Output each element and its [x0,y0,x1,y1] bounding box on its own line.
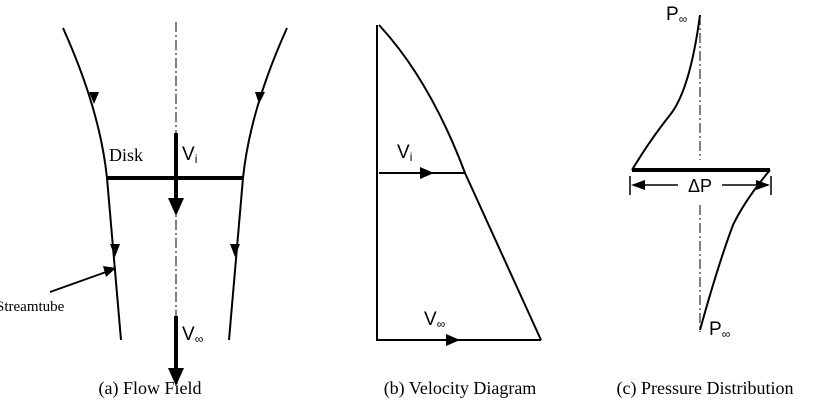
delta-p-label: ΔP [688,176,712,196]
disk-label: Disk [109,145,143,165]
streamtube-pointer [49,271,107,293]
arrowhead-icon [631,180,645,190]
velocity-diagram-panel: Vi V∞ (b) Velocity Diagram [376,24,542,399]
velocity-diagram-caption: (b) Velocity Diagram [384,378,537,399]
arrowhead-icon [168,368,184,386]
arrowhead-icon [168,198,184,216]
p-inf-bottom-label: P∞ [709,319,730,341]
vinf-label: V∞ [424,309,445,331]
p-inf-top-label: P∞ [666,4,687,26]
pressure-distribution-panel: ΔP P∞ P∞ (c) Pressure Distribution [617,4,794,399]
streamtube-label: Streamtube [0,299,65,315]
flow-field-panel: Disk Vi V∞ Streamtube (a) Flow Field [0,22,288,399]
flow-field-caption: (a) Flow Field [99,378,202,399]
streamline-arrow-icon [89,92,99,104]
arrowhead-icon [446,334,460,346]
vi-label: Vi [182,144,197,166]
left-streamline [62,27,122,341]
streamline-arrow-icon [110,244,120,257]
vi-label: Vi [397,142,412,164]
streamline-arrow-icon [230,244,240,257]
vinf-label: V∞ [182,324,203,346]
streamline-arrow-icon [255,92,265,104]
upstream-pressure-curve [631,14,701,171]
downstream-pressure-curve [699,169,771,331]
velocity-profile-curve [378,24,542,341]
arrowhead-icon [756,180,770,190]
pointer-arrowhead-icon [103,266,116,277]
pressure-distribution-caption: (c) Pressure Distribution [617,378,794,399]
right-streamline [228,27,288,341]
arrowhead-icon [420,167,434,179]
